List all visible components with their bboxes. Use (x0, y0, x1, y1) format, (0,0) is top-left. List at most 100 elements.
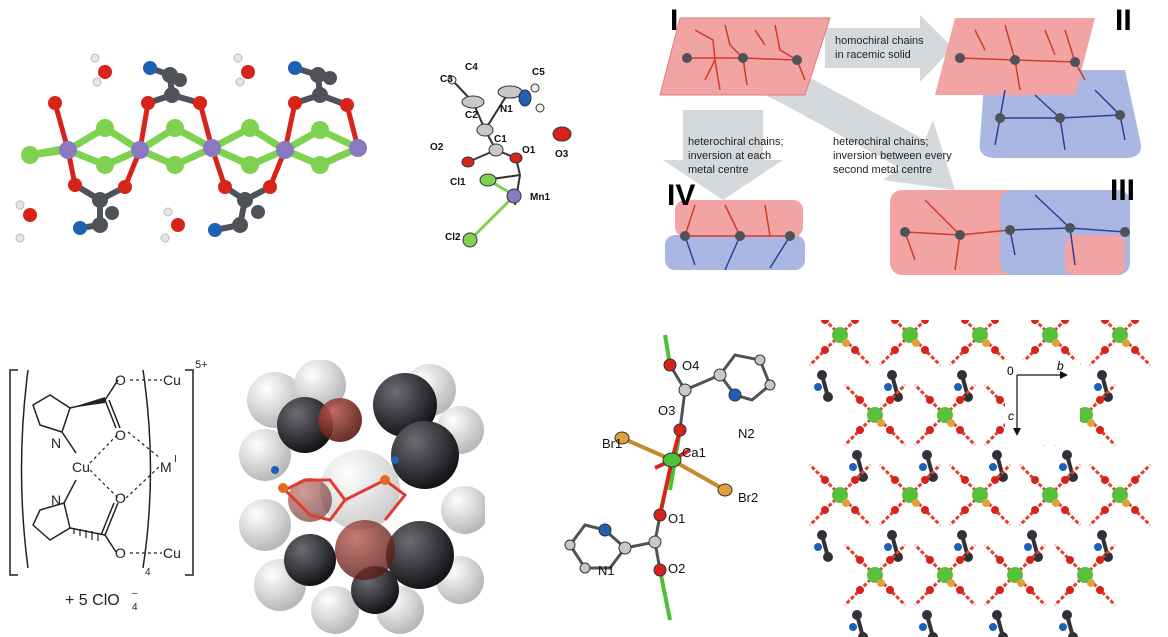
space-filling-spheres (239, 360, 485, 634)
packing-oxygen (961, 476, 969, 484)
packing-oxygen (851, 346, 859, 354)
packing-nitrogen (919, 463, 927, 471)
packing-oxygen (926, 586, 934, 594)
packing-calcium (867, 407, 883, 423)
packing-carbon (817, 370, 827, 380)
axis-b: b (1057, 359, 1064, 373)
cluster-bonds (282, 478, 408, 522)
packing-oxygen (996, 556, 1004, 564)
cu-n-top: N (51, 435, 61, 451)
packing-carbon (893, 392, 903, 402)
packing-nitrogen (814, 543, 822, 551)
cu-o-bottom: O (115, 545, 126, 561)
packing-oxygen (891, 476, 899, 484)
packing-calcium (1007, 567, 1023, 583)
packing-carbon (1097, 530, 1107, 540)
packing-oxygen (1096, 396, 1104, 404)
packing-carbon (823, 552, 833, 562)
packing-oxygen (856, 556, 864, 564)
mn-unit-svg: C3 C4 C5 C2 N1 C1 O2 O1 O3 Cl1 Mn1 Cl2 (430, 62, 572, 248)
packing-oxygen (1131, 346, 1139, 354)
roman-ii: II (1115, 4, 1132, 37)
packing-carbon (852, 450, 862, 460)
packing-oxygen (1096, 426, 1104, 434)
packing-calcium (832, 487, 848, 503)
ca-unit-panel: O4 O3 N2 Br1 Ca1 Br2 O1 N1 O2 (530, 320, 800, 637)
packing-carbon (992, 610, 1002, 620)
packing-oxygen (1066, 586, 1074, 594)
packing-oxygen (996, 586, 1004, 594)
homochiral-label-1: homochiral chains (835, 35, 924, 47)
packing-oxygen (1096, 556, 1104, 564)
packing-nitrogen (884, 543, 892, 551)
cu-scheme-panel: O Cu N O M I Cu N O O Cu 5+ 4 + 5 ClO 4 … (0, 350, 230, 637)
ca-unit-atoms (564, 354, 776, 577)
hetero-each-label-2: inversion at each (688, 150, 771, 162)
label-n2: N2 (738, 426, 755, 441)
label-o3: O3 (658, 403, 675, 418)
packing-oxygen (1101, 346, 1109, 354)
cu-m: M (160, 459, 172, 475)
packing-oxygen (996, 396, 1004, 404)
packing-carbon (858, 632, 868, 637)
packing-oxygen (1031, 346, 1039, 354)
packing-oxygen (1066, 556, 1074, 564)
packing-oxygen (926, 426, 934, 434)
packing-oxygen (1131, 320, 1139, 324)
packing-oxygen (851, 506, 859, 514)
axis-indicator: 0 b c (1005, 359, 1080, 445)
packing-carbon (1062, 450, 1072, 460)
packing-nitrogen (849, 463, 857, 471)
packing-oxygen (961, 320, 969, 324)
cu-n-bottom: N (51, 492, 61, 508)
packing-nitrogen (954, 543, 962, 551)
packing-oxygen (891, 506, 899, 514)
cu-counterion-sub: 4 (132, 602, 138, 613)
packing-oxygen (956, 426, 964, 434)
space-filling-svg (239, 360, 485, 634)
packing-calcium (937, 567, 953, 583)
packing-bromine (912, 339, 920, 347)
packing-carbon (1103, 552, 1113, 562)
packing-bromine (877, 579, 885, 587)
hetero-second-label-2: inversion between every (833, 150, 952, 162)
packing-network (808, 320, 1152, 637)
packing-carbon (957, 370, 967, 380)
mn-unit-atoms (447, 75, 572, 248)
label-c4: C4 (465, 62, 478, 73)
packing-calcium (972, 487, 988, 503)
packing-nitrogen (1094, 383, 1102, 391)
packing-oxygen (1026, 556, 1034, 564)
packing-oxygen (1061, 346, 1069, 354)
packing-oxygen (856, 396, 864, 404)
packing-bromine (1122, 339, 1130, 347)
packing-carbon (887, 370, 897, 380)
packing-oxygen (926, 396, 934, 404)
atoms (15, 53, 367, 243)
packing-calcium (1112, 327, 1128, 343)
packing-oxygen (1061, 506, 1069, 514)
hetero-second-label-1: heterochiral chains; (833, 136, 928, 148)
hetero-each-label-1: heterochiral chains; (688, 136, 783, 148)
packing-oxygen (996, 426, 1004, 434)
packing-bromine (982, 499, 990, 507)
cu-m-sup: I (174, 454, 177, 465)
packing-bromine (1087, 579, 1095, 587)
cu-cu-bottom: Cu (163, 545, 181, 561)
packing-nitrogen (1094, 543, 1102, 551)
motif-iv (665, 200, 805, 271)
packing-bromine (1087, 419, 1095, 427)
packing-carbon (998, 472, 1008, 482)
packing-oxygen (851, 476, 859, 484)
label-c5: C5 (532, 67, 545, 78)
packing-oxygen (1101, 476, 1109, 484)
packing-oxygen (921, 346, 929, 354)
packing-oxygen (961, 506, 969, 514)
packing-carbon (1103, 392, 1113, 402)
packing-bromine (912, 499, 920, 507)
packing-bromine (877, 419, 885, 427)
packing-oxygen (886, 396, 894, 404)
packing-oxygen (891, 346, 899, 354)
packing-oxygen (851, 320, 859, 324)
packing-calcium (1077, 567, 1093, 583)
